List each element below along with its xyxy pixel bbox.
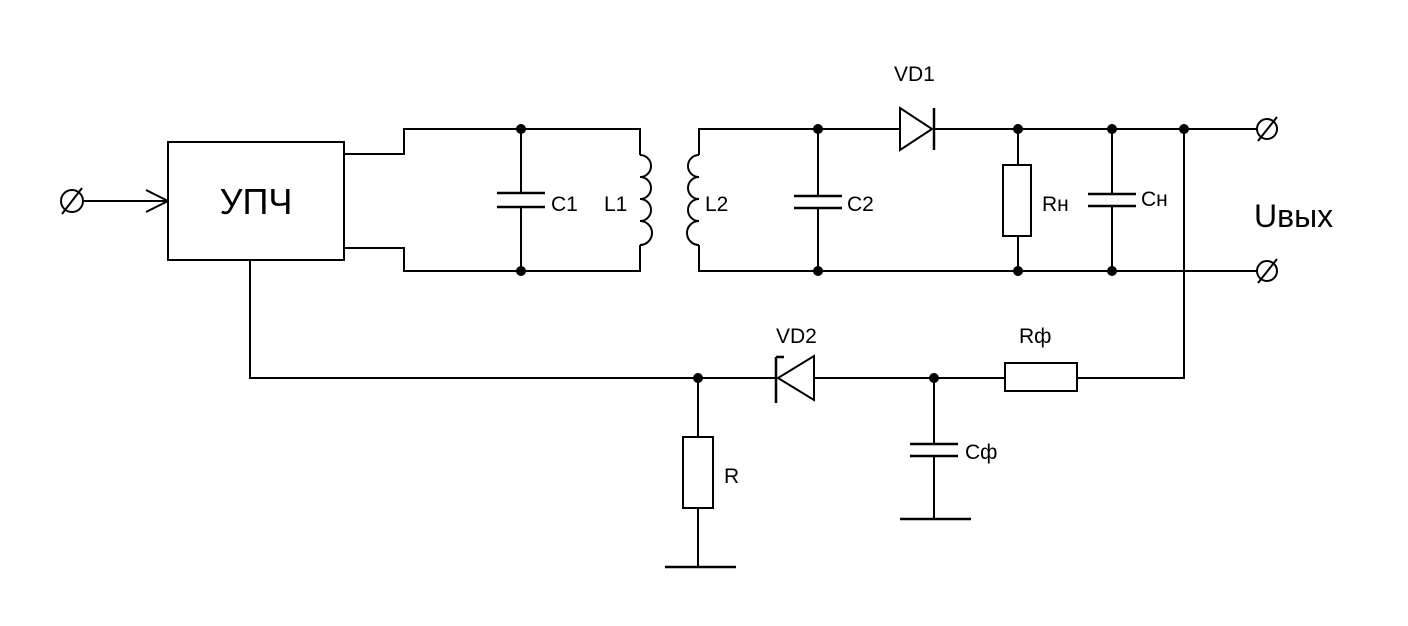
junction-dot bbox=[813, 124, 823, 134]
output-terminal-top-icon bbox=[1256, 116, 1278, 142]
capacitor-c2: C2 bbox=[794, 193, 874, 216]
l2-label: L2 bbox=[705, 193, 728, 216]
amplifier-label: УПЧ bbox=[220, 181, 293, 222]
output-voltage-label: Uвых bbox=[1254, 198, 1333, 234]
resistor-r: R bbox=[682, 436, 739, 509]
resistor-rf: Rф bbox=[1004, 325, 1078, 392]
inductor-l1: L1 bbox=[604, 154, 653, 246]
junction-dot bbox=[1013, 124, 1023, 134]
junction-dot bbox=[1107, 124, 1117, 134]
input-terminal-icon bbox=[60, 187, 84, 215]
vd2-label: VD2 bbox=[776, 325, 817, 348]
c2-label: C2 bbox=[847, 193, 874, 216]
junction-dot bbox=[516, 124, 526, 134]
rn-label: Rн bbox=[1042, 193, 1069, 216]
vd1-label: VD1 bbox=[894, 63, 935, 86]
capacitor-c1: C1 bbox=[497, 191, 578, 216]
agc-wiring bbox=[249, 260, 1005, 567]
c1-label: C1 bbox=[551, 193, 578, 216]
amplifier-block: УПЧ bbox=[167, 141, 345, 261]
resistor-rn: Rн bbox=[1002, 164, 1069, 237]
output-terminal-bottom-icon bbox=[1256, 258, 1278, 284]
primary-wiring bbox=[344, 128, 641, 272]
diode-vd2: VD2 bbox=[774, 325, 817, 403]
junction-dot bbox=[1179, 124, 1189, 134]
junction-dot bbox=[693, 373, 703, 383]
diode-vd1: VD1 bbox=[894, 63, 936, 152]
junction-dot bbox=[1013, 266, 1023, 276]
secondary-wiring bbox=[698, 128, 1258, 379]
junction-dot bbox=[1107, 266, 1117, 276]
junction-dot bbox=[929, 373, 939, 383]
rf-label: Rф bbox=[1019, 325, 1051, 348]
junction-dot bbox=[516, 266, 526, 276]
l1-label: L1 bbox=[604, 193, 627, 216]
input-arrow-icon bbox=[83, 189, 171, 213]
junction-dots bbox=[516, 124, 1189, 383]
cn-label: Cн bbox=[1141, 188, 1168, 211]
capacitor-cf: Cф bbox=[910, 441, 997, 464]
junction-dot bbox=[813, 266, 823, 276]
r-label: R bbox=[724, 465, 739, 488]
capacitor-cn: Cн bbox=[1088, 188, 1168, 211]
inductor-l2: L2 bbox=[686, 154, 728, 246]
cf-label: Cф bbox=[965, 441, 997, 464]
